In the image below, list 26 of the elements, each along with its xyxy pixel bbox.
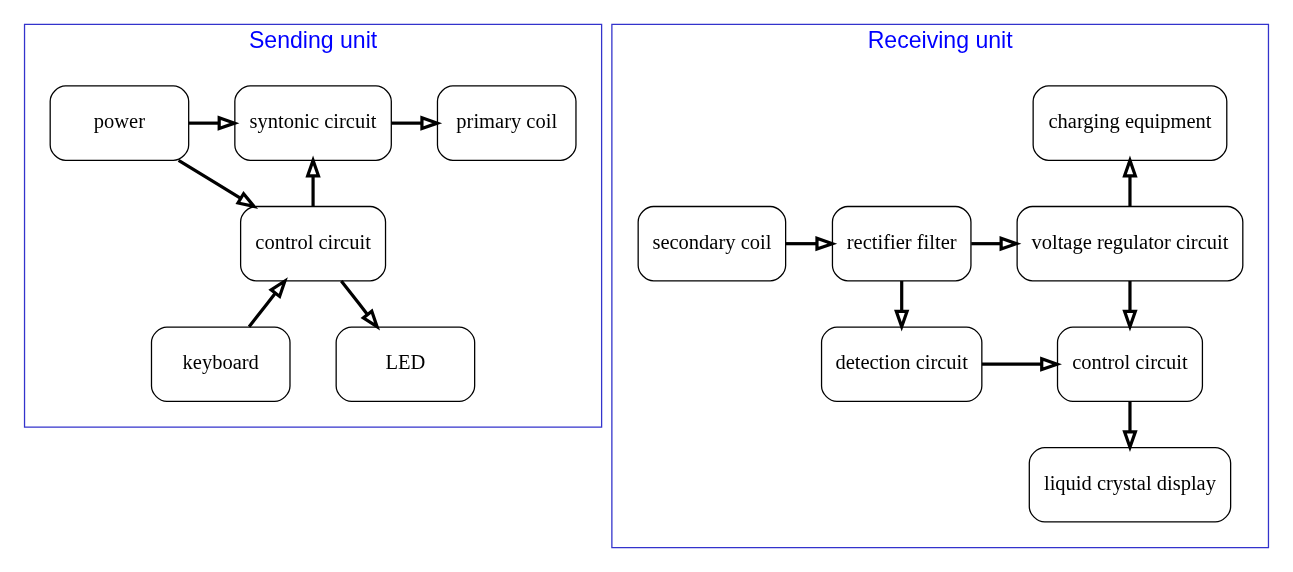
arrow [785,236,838,252]
node-box: keyboard [150,326,291,403]
node-box: liquid crystal display [1028,446,1232,523]
node-box: control circuit [240,205,387,282]
arrow [981,356,1062,372]
node-box: LED [335,326,476,403]
node-box: control circuit [1056,326,1204,403]
arrow [1122,401,1138,453]
node-box: detection circuit [820,326,983,403]
arrow [1122,281,1138,332]
arrow [1122,155,1138,207]
node-box: primary coil [436,85,577,161]
arrow [189,115,240,131]
arrow [247,277,288,328]
node-box: syntonic circuit [234,85,392,161]
arrow [391,115,443,131]
node-box: power [49,85,190,161]
node-box: secondary coil [637,205,787,282]
arrow [305,155,321,207]
node-box: voltage regulator circuit [1016,205,1244,282]
arrow [340,280,381,331]
node-box: charging equipment [1032,85,1228,161]
arrow [971,236,1022,252]
node-box: rectifier filter [831,205,972,282]
arrow [894,281,910,332]
arrow [177,159,259,209]
